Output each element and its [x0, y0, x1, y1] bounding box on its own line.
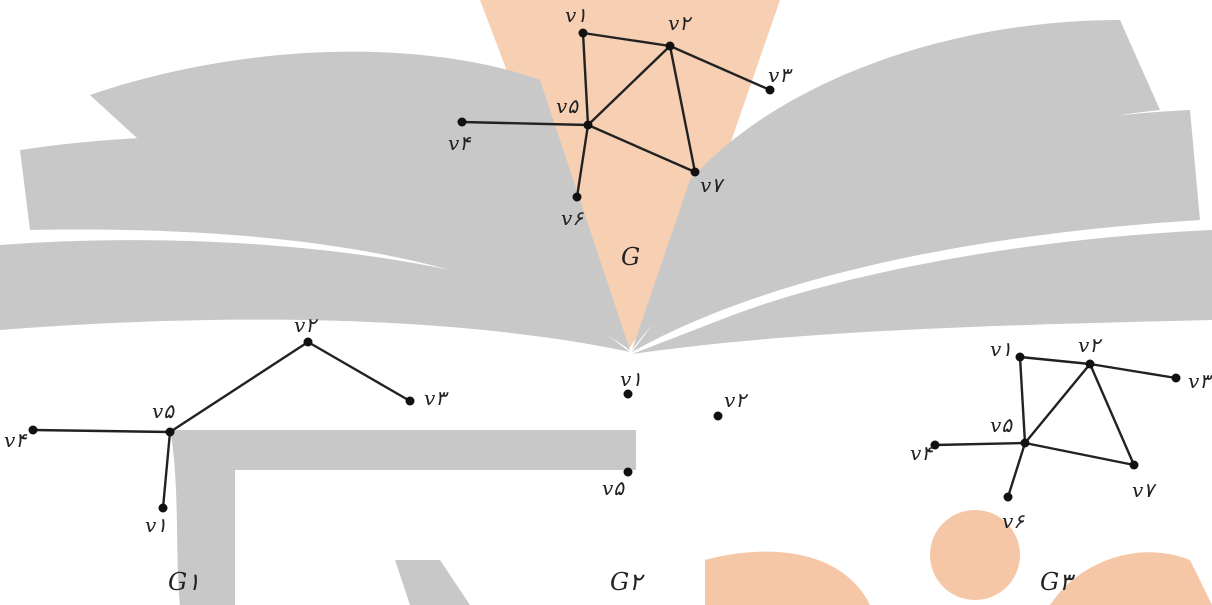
watermark-orange-block [705, 551, 870, 605]
vertex-G1-v4 [28, 425, 38, 435]
edge-G-v2-v7 [668, 44, 697, 174]
watermark-gray-leaf-left-3 [0, 240, 630, 352]
vertex-G1-v3 [405, 396, 415, 406]
graph-G1: v۲ v۳ v۵ v۴ v۱ [4, 313, 449, 537]
watermark-gray-leaf-left-1 [90, 51, 630, 350]
vertex-label-G3-v6: v۶ [1002, 509, 1025, 533]
vertex-label-G3-v2: v۲ [1078, 333, 1103, 357]
graph-G: v۱ v۲ v۳ v۴ v۵ v۶ v۷ [448, 3, 793, 230]
caption-G1: G۱ [168, 568, 200, 596]
vertex-G3-v2 [1085, 359, 1095, 369]
vertex-label-G2-v5: v۵ [602, 476, 625, 500]
edge-G1-v4-v5 [31, 428, 172, 434]
vertex-G-v1 [578, 28, 588, 38]
edge-G3-v2-v5 [1023, 362, 1092, 445]
vertex-label-G2-v1: v۱ [620, 367, 642, 391]
edge-G3-v2-v7 [1088, 362, 1136, 467]
vertex-label-G1-v5: v۵ [152, 399, 175, 423]
vertex-label-G3-v3: v۳ [1188, 369, 1212, 393]
vertex-G-v2 [665, 41, 675, 51]
vertex-label-G-v4: v۴ [448, 131, 472, 155]
vertex-label-G1-v2: v۲ [294, 313, 319, 337]
vertex-G3-v1 [1015, 352, 1025, 362]
vertex-label-G1-v4: v۴ [4, 428, 28, 452]
watermark-gray-leaf-right-2 [632, 110, 1200, 352]
watermark-gray-block-left [170, 430, 235, 605]
vertex-label-G-v5: v۵ [556, 94, 579, 118]
vertex-G-v7 [690, 167, 700, 177]
vertex-G2-v2 [713, 411, 723, 421]
watermark-gray-slant [395, 560, 470, 605]
watermark-gray-band [170, 430, 636, 470]
edge-G-v1-v5 [581, 31, 590, 127]
edge-G1-v5-v2 [168, 340, 310, 434]
vertex-G1-v1 [158, 503, 168, 513]
vertex-label-G3-v5: v۵ [990, 413, 1013, 437]
vertex-G2-v5 [623, 467, 633, 477]
watermark-orange-dot [930, 510, 1020, 600]
vertex-G-v5 [583, 120, 593, 130]
vertex-label-G-v2: v۲ [668, 11, 693, 35]
edge-G-v1-v2 [581, 31, 672, 48]
graph-G2: v۱ v۲ v۵ [602, 367, 749, 500]
vertex-G-v3 [765, 85, 775, 95]
vertex-G-v4 [457, 117, 467, 127]
watermark-gray-leaf-right-1 [632, 20, 1160, 350]
watermark-gray-leaf-left-2 [20, 136, 630, 350]
vertex-G-v6 [572, 192, 582, 202]
edge-G-v5-v6 [575, 123, 590, 199]
vertex-G1-v2 [303, 337, 313, 347]
edge-G3-v5-v7 [1023, 441, 1136, 467]
edge-G-v4-v5 [460, 120, 590, 127]
vertex-label-G3-v4: v۴ [910, 441, 934, 465]
edge-G-v5-v7 [586, 123, 697, 174]
vertex-G1-v5 [165, 427, 175, 437]
edge-G3-v5-v6 [1006, 441, 1027, 499]
watermark-orange-fan [480, 0, 780, 350]
edge-G3-v2-v3 [1088, 362, 1178, 380]
edge-G1-v2-v3 [306, 340, 412, 403]
caption-G2: G۲ [610, 568, 645, 596]
edge-G3-v1-v5 [1018, 355, 1027, 445]
edge-G-v2-v5 [586, 44, 672, 127]
edge-G-v2-v3 [668, 44, 772, 92]
vertex-G3-v5 [1020, 438, 1030, 448]
edge-G3-v1-v2 [1018, 355, 1092, 366]
vertex-label-G2-v2: v۲ [724, 388, 749, 412]
watermark-gray-leaf-right-3 [632, 230, 1212, 354]
vertex-G3-v7 [1129, 460, 1139, 470]
graph-G3: v۱ v۲ v۳ v۵ v۴ v۷ v۶ [910, 333, 1212, 533]
vertex-G2-v1 [623, 389, 633, 399]
vertex-label-G1-v3: v۳ [424, 386, 449, 410]
caption-G: G [621, 243, 640, 271]
edge-G3-v4-v5 [933, 441, 1027, 447]
vertex-label-G-v3: v۳ [768, 63, 793, 87]
vertex-label-G1-v1: v۱ [145, 513, 167, 537]
caption-G3: G۳ [1040, 568, 1076, 596]
vertex-G3-v6 [1003, 492, 1013, 502]
vertex-label-G-v7: v۷ [700, 173, 725, 197]
vertex-label-G-v1: v۱ [565, 3, 587, 27]
vertex-G3-v4 [930, 440, 940, 450]
edge-G1-v5-v1 [161, 430, 172, 510]
vertex-G3-v3 [1171, 373, 1181, 383]
vertex-label-G3-v1: v۱ [990, 337, 1012, 361]
vertex-label-G-v6: v۶ [561, 206, 584, 230]
vertex-label-G3-v7: v۷ [1132, 478, 1157, 502]
watermark-orange-arc [1050, 552, 1212, 605]
